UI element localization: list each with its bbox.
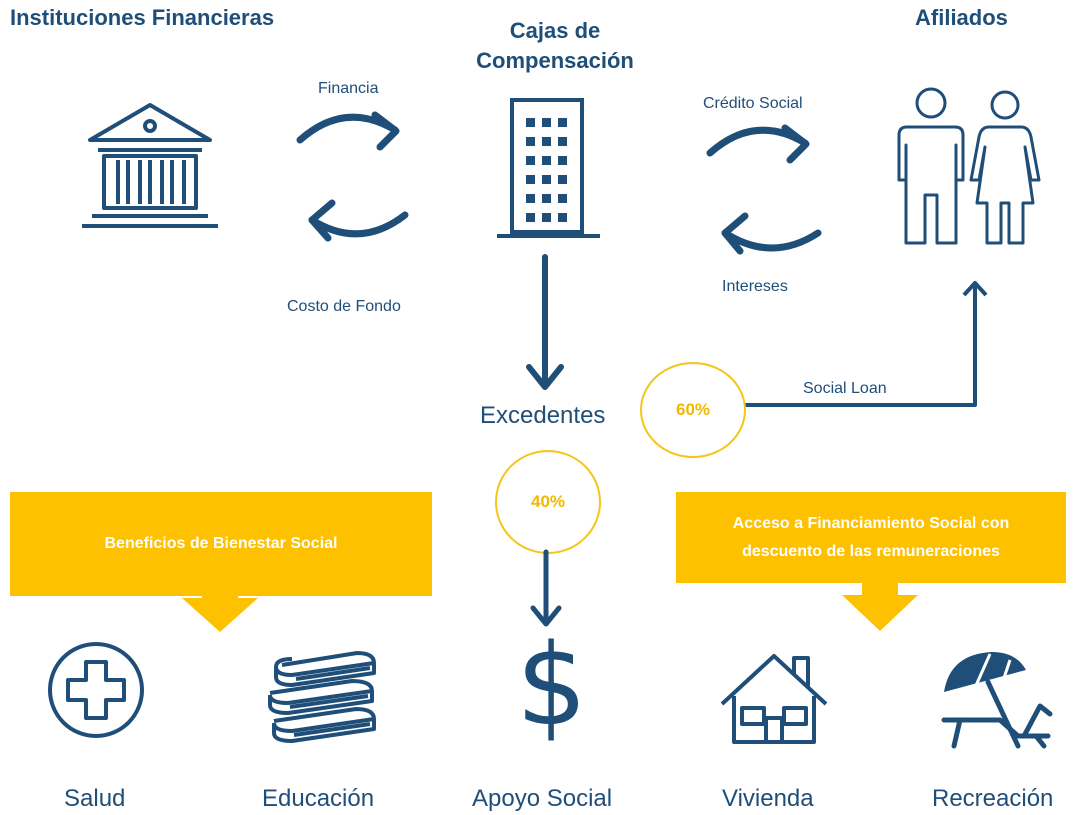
box-bienestar: Beneficios de Bienestar Social [10,492,432,596]
label-excedentes: Excedentes [480,402,606,429]
down-arrow-icon [530,549,562,627]
box-financiamiento: Acceso a Financiamiento Social con descu… [676,492,1066,583]
social-loan-arrow [745,281,988,407]
cycle-arrows-icon [706,124,822,255]
label-educacion: Educación [262,785,375,812]
percent-apoyo: 40% [530,492,566,511]
label-vivienda: Vivienda [722,785,814,812]
dollar-icon: $ [516,621,588,751]
building-icon [497,98,600,238]
label-credito-social: Crédito Social [703,95,803,112]
box-pointer [182,594,258,632]
books-icon [268,651,376,743]
cycle-arrows-icon [296,111,409,242]
label-salud: Salud [64,785,126,812]
box-financiamiento-line1: Acceso a Financiamiento Social con [732,514,1010,532]
box-financiamiento-line2: descuento de las remuneraciones [742,542,1000,560]
header-cajas: Cajas de Compensación [465,16,645,76]
house-icon [720,654,828,744]
percent-loan: 60% [675,400,711,419]
beach-umbrella-icon [941,652,1053,749]
label-apoyo-social: Apoyo Social [472,785,613,812]
label-costo-fondo: Costo de Fondo [287,298,401,315]
down-arrow-icon [526,254,564,390]
header-afiliados: Afiliados [915,5,1008,30]
label-intereses: Intereses [722,278,788,295]
bank-icon [82,103,218,228]
header-instituciones: Instituciones Financieras [10,5,275,30]
percent-circle-loan: 60% [640,362,746,458]
header-cajas-line2: Compensación [476,48,634,73]
health-cross-icon [48,642,144,738]
label-recreacion: Recreación [932,785,1054,812]
header-cajas-line1: Cajas de [509,18,601,43]
box-pointer [842,581,918,631]
people-icon [897,87,1041,245]
label-social-loan: Social Loan [803,380,887,397]
percent-circle-apoyo: 40% [495,450,601,554]
box-bienestar-text: Beneficios de Bienestar Social [104,535,338,552]
label-financia: Financia [318,80,379,97]
